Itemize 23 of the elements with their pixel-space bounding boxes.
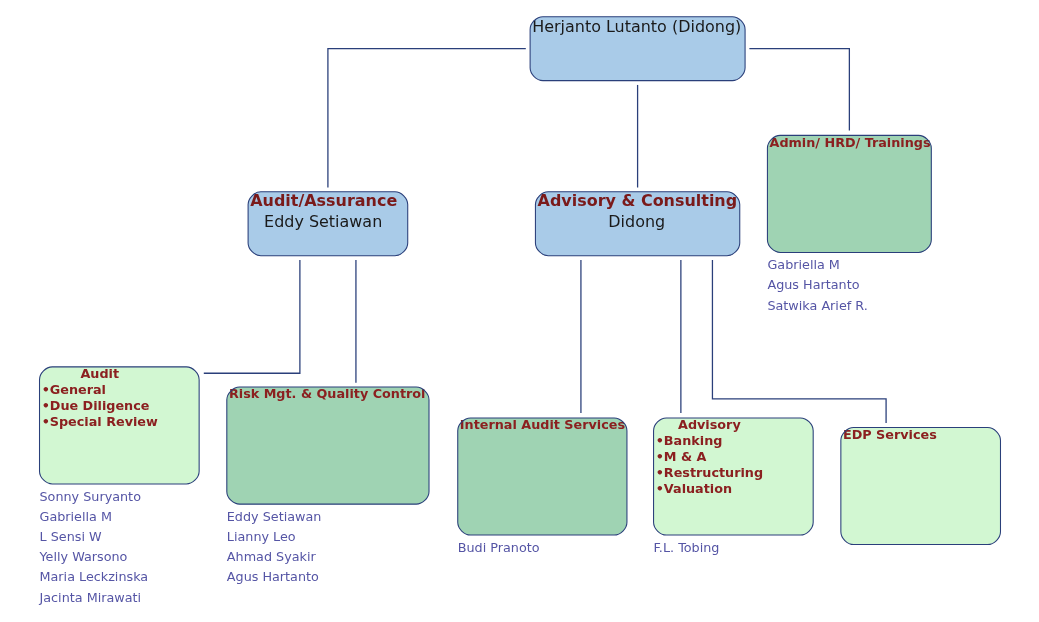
node-label: Eddy Setiawan: [226, 508, 321, 524]
node-label: Lianny Leo: [226, 528, 296, 544]
node-label: L Sensi W: [39, 528, 102, 544]
connector: [579, 259, 582, 414]
node-label: Gabriella M: [39, 508, 112, 524]
node-label: Agus Hartanto: [766, 277, 859, 293]
connector: [748, 48, 850, 132]
node-label: Sonny Suryanto: [39, 488, 141, 504]
node-label: Maria Leckzinska: [39, 569, 148, 585]
connector: [636, 84, 638, 189]
node-label: Ahmad Syakir: [226, 549, 316, 565]
node-label: F.L. Tobing: [653, 539, 719, 555]
node-label: Budi Pranoto: [457, 539, 540, 555]
node-label: Gabriella M: [766, 257, 840, 273]
connector: [711, 259, 887, 424]
node-label: Satwika Arief R.: [766, 297, 868, 313]
node-label: Agus Hartanto: [226, 569, 319, 585]
connector: [326, 48, 526, 189]
node-label: Jacinta Mirawati: [39, 589, 141, 605]
node-label: Yelly Warsono: [39, 549, 127, 565]
connector: [354, 259, 357, 384]
connector: [679, 259, 681, 414]
connector: [202, 259, 301, 374]
